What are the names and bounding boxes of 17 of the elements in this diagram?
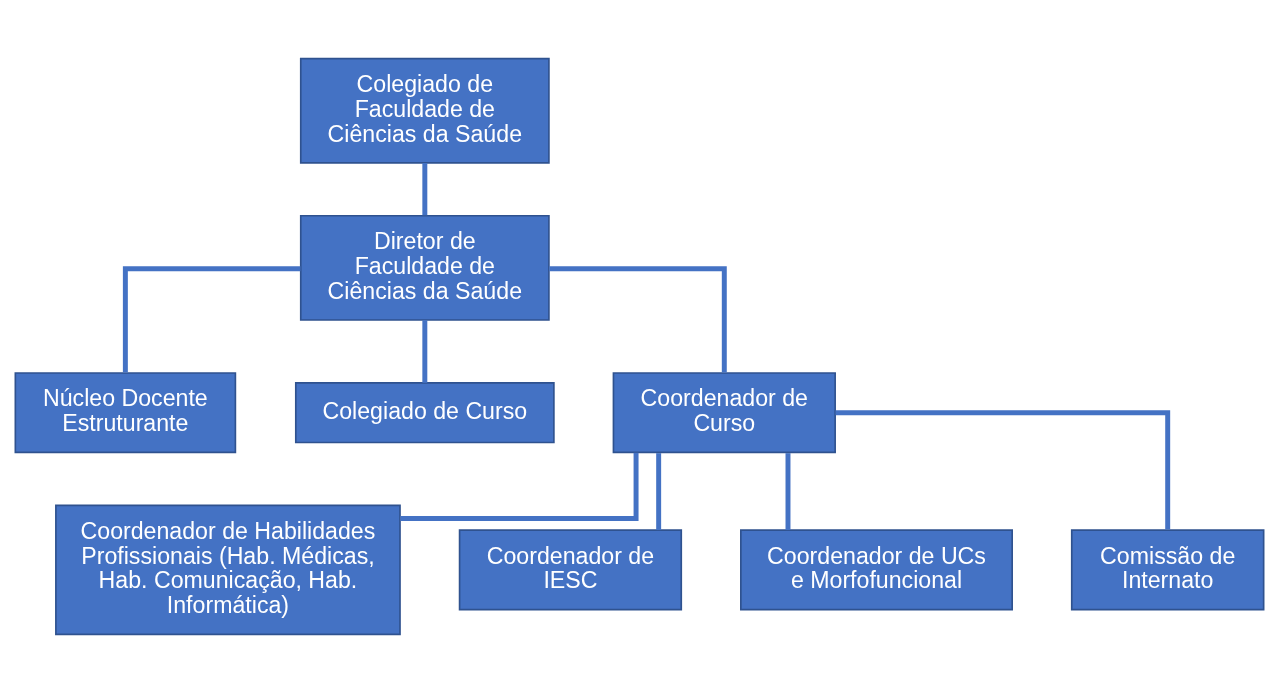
connector (835, 410, 1171, 530)
connector (422, 320, 428, 383)
node-box: Coordenador de Curso (612, 372, 836, 454)
node-box: Coordenador de Habilidades Profissionais (Hab. Médicas, Hab. Comunicação, Hab. Informática) (55, 504, 401, 636)
node-box: Coordenador de IESC (458, 529, 683, 611)
connector (122, 266, 301, 373)
node-box: Colegiado de Faculdade de Ciências da Saúde (299, 57, 550, 164)
connector (422, 163, 428, 216)
connector (785, 453, 791, 531)
node-box: Diretor de Faculdade de Ciências da Saúde (299, 214, 550, 321)
connector (400, 452, 639, 522)
connector (656, 453, 662, 531)
node-box: Núcleo Docente Estruturante (14, 372, 237, 454)
connector (549, 266, 727, 373)
node-box: Comissão de Internato (1070, 529, 1265, 611)
node-box: Colegiado de Curso (294, 382, 555, 444)
node-box: Coordenador de UCs e Morfofuncional (740, 529, 1013, 611)
